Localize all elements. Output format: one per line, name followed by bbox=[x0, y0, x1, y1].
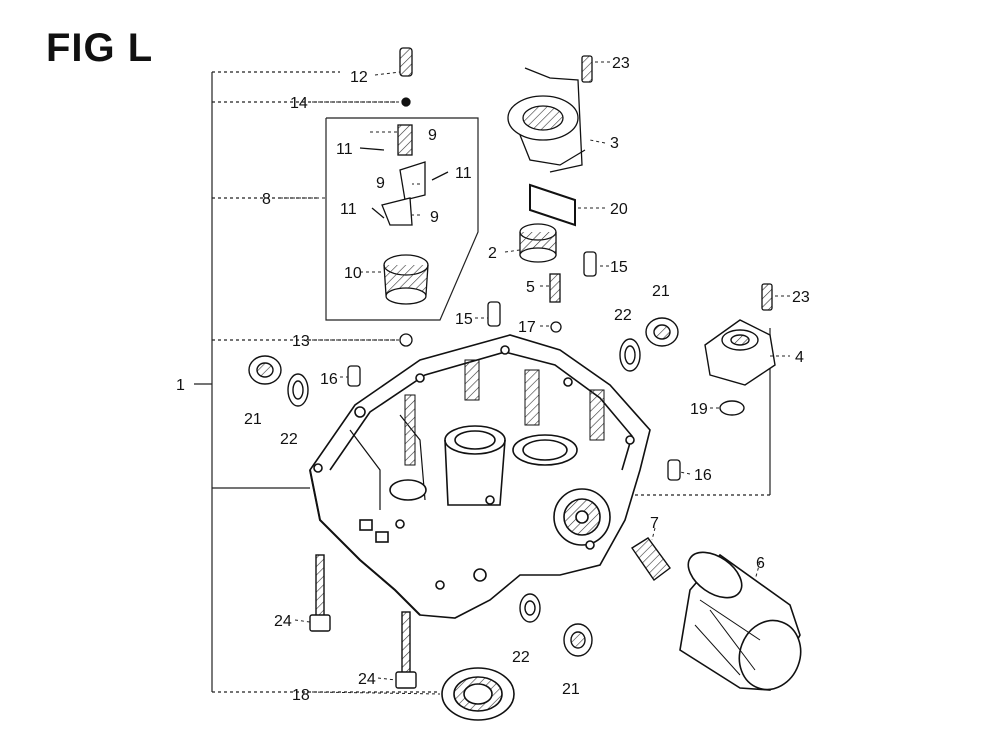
callout-10: 10 bbox=[344, 265, 362, 282]
callout-16-right: 16 bbox=[694, 467, 712, 484]
callout-11-top: 11 bbox=[336, 141, 353, 158]
callout-9-top: 9 bbox=[428, 127, 437, 144]
governor-parts bbox=[359, 47, 449, 347]
callout-21-left: 21 bbox=[244, 411, 262, 428]
oil-filter bbox=[679, 551, 802, 691]
callout-8: 8 bbox=[262, 191, 271, 208]
callout-20: 20 bbox=[610, 201, 628, 218]
callout-24-upper: 24 bbox=[274, 613, 292, 630]
callout-22-right: 22 bbox=[614, 307, 632, 324]
callout-22-left: 22 bbox=[280, 431, 298, 448]
callout-17: 17 bbox=[518, 319, 536, 336]
callout-24-lower: 24 bbox=[358, 671, 376, 688]
callout-18: 18 bbox=[292, 687, 310, 704]
callout-16-left: 16 bbox=[320, 371, 338, 388]
oil-pump-parts bbox=[347, 55, 773, 481]
leader-lines bbox=[280, 61, 790, 695]
callout-23-top: 23 bbox=[612, 55, 630, 72]
figure-title: FIG L bbox=[46, 26, 154, 70]
callout-19: 19 bbox=[690, 401, 708, 418]
callout-21-right: 21 bbox=[652, 283, 670, 300]
oil-seal bbox=[441, 667, 515, 721]
drain-plugs bbox=[248, 317, 679, 657]
callout-labels: 1 2 3 4 5 6 7 8 9 9 9 10 11 11 11 12 13 … bbox=[176, 55, 810, 704]
callout-22-bottom: 22 bbox=[512, 649, 530, 666]
callout-15-left: 15 bbox=[455, 311, 473, 328]
callout-6: 6 bbox=[756, 555, 765, 572]
callout-12: 12 bbox=[350, 69, 368, 86]
callout-1: 1 bbox=[176, 377, 185, 394]
callout-5: 5 bbox=[526, 279, 535, 296]
callout-9-middle: 9 bbox=[376, 175, 385, 192]
callout-3: 3 bbox=[610, 135, 619, 152]
callout-14: 14 bbox=[290, 95, 308, 112]
oil-filter-nipple bbox=[631, 537, 671, 581]
crankcase-cover bbox=[309, 334, 651, 619]
callout-11-right: 11 bbox=[455, 165, 472, 182]
flange-bolts bbox=[309, 554, 417, 689]
oil-pump-cover bbox=[704, 319, 776, 416]
callout-4: 4 bbox=[795, 349, 804, 366]
callout-11-left: 11 bbox=[340, 201, 357, 218]
governor-assembly-box bbox=[325, 117, 479, 321]
callout-13: 13 bbox=[292, 333, 310, 350]
callout-9-bottom: 9 bbox=[430, 209, 439, 226]
callout-2: 2 bbox=[488, 245, 497, 262]
callout-7: 7 bbox=[650, 515, 659, 532]
callout-15-right: 15 bbox=[610, 259, 628, 276]
callout-21-bottom: 21 bbox=[562, 681, 580, 698]
callout-23-right: 23 bbox=[792, 289, 810, 306]
